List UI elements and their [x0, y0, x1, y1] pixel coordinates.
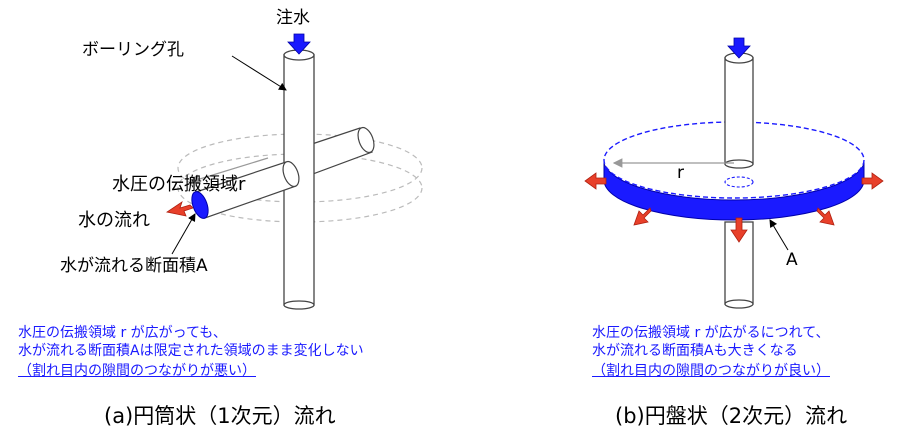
right-borehole-pipe-upper — [724, 52, 754, 169]
left-area-leader — [171, 213, 196, 255]
left-label-borehole: ボーリング孔 — [82, 40, 184, 60]
right-desc-line1: 水圧の伝搬領域 r が広がるにつれて、 — [592, 325, 830, 341]
right-label-r: r — [677, 163, 684, 183]
right-inject-arrow — [727, 37, 751, 59]
right-desc-line2: 水が流れる断面積Aも大きくなる — [592, 343, 798, 359]
left-label-inject: 注水 — [276, 8, 310, 28]
left-borehole-leader — [231, 55, 287, 91]
left-r-arrow — [188, 157, 269, 185]
left-flow-cross-section — [191, 191, 209, 219]
right-desc-line3: （割れ目内の隙間のつながりが良い） — [592, 363, 830, 379]
left-desc-line3: （割れ目内の隙間のつながりが悪い） — [18, 363, 256, 379]
left-desc-line2: 水が流れる断面積Aは限定された領域のまま変化しない — [18, 343, 364, 359]
right-flow-arrows — [584, 172, 884, 243]
left-caption: (a)円筒状（1次元）流れ — [104, 404, 336, 428]
right-area-leader — [769, 219, 789, 251]
left-inject-arrow — [287, 33, 311, 55]
right-label-A: A — [786, 250, 798, 270]
left-desc-line1: 水圧の伝搬領域 r が広がっても、 — [18, 325, 227, 341]
left-flow-arrow — [165, 201, 194, 217]
right-caption: (b)円盤状（2次元）流れ — [615, 404, 848, 428]
left-label-region: 水圧の伝搬領域r — [112, 174, 246, 195]
left-label-area: 水が流れる断面積A — [60, 256, 208, 276]
left-label-flow: 水の流れ — [78, 210, 150, 231]
left-front-tube — [191, 160, 300, 219]
